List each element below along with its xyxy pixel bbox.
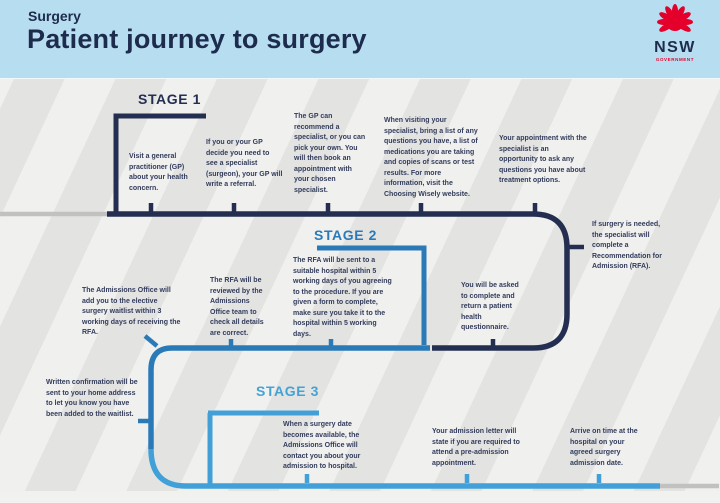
stage3-step-contact: When a surgery date becomes available, t…	[283, 421, 361, 470]
stage1-step-3: The GP can recommend a specialist, or yo…	[294, 113, 366, 194]
stage1-step-5: Your appointment with the specialist is …	[499, 135, 587, 184]
stage3-step-admission-letter: Your admission letter will state if you …	[432, 428, 520, 467]
stage2-step-waitlist: The Admissions Office will add you to th…	[82, 287, 181, 336]
header: Surgery Patient journey to surgery NSW	[0, 0, 720, 79]
document-category: Surgery	[28, 8, 81, 24]
waratah-flower-icon	[657, 4, 693, 32]
stage3-step-arrive: Arrive on time at the hospital on your a…	[570, 428, 638, 467]
logo-text-nsw: NSW	[654, 39, 696, 56]
logo-text-government: GOVERNMENT	[655, 57, 695, 62]
stage2-tick-marks	[143, 334, 334, 348]
stage2-bracket-line	[317, 245, 427, 345]
stage3-tick-marks	[304, 474, 602, 483]
stage1-step-4: When visiting your specialist, bring a l…	[384, 117, 478, 198]
stage1-tick-marks	[148, 203, 538, 212]
stage2-step-review: The RFA will be reviewed by the Admissio…	[210, 277, 264, 337]
stage2-step-questionnaire: You will be asked to complete and return…	[461, 282, 519, 331]
stage2-step-rfa-sent: The RFA will be sent to a suitable hospi…	[293, 257, 392, 338]
nsw-government-logo: NSW GOVERNMENT	[646, 4, 704, 74]
stage2-timeline	[148, 345, 430, 449]
stage3-written-confirmation-note: Written confirmation will be sent to you…	[46, 379, 138, 418]
bottom-strip	[0, 491, 720, 503]
stage1-label: STAGE 1	[138, 91, 202, 107]
page-title: Patient journey to surgery	[27, 24, 367, 54]
stage1-rfa-note: If surgery is needed, the specialist wil…	[592, 221, 663, 270]
stage1-step-2: If you or your GP decide you need to see…	[206, 139, 283, 188]
stage2-label: STAGE 2	[314, 227, 378, 243]
stage3-label: STAGE 3	[256, 383, 320, 399]
stage3-timeline	[148, 448, 660, 489]
stage3-bracket-line	[207, 410, 319, 484]
stage1-timeline	[107, 211, 570, 351]
stage1-bracket-line	[113, 113, 206, 212]
stage1-step-1: Visit a general practitioner (GP) about …	[129, 153, 188, 192]
